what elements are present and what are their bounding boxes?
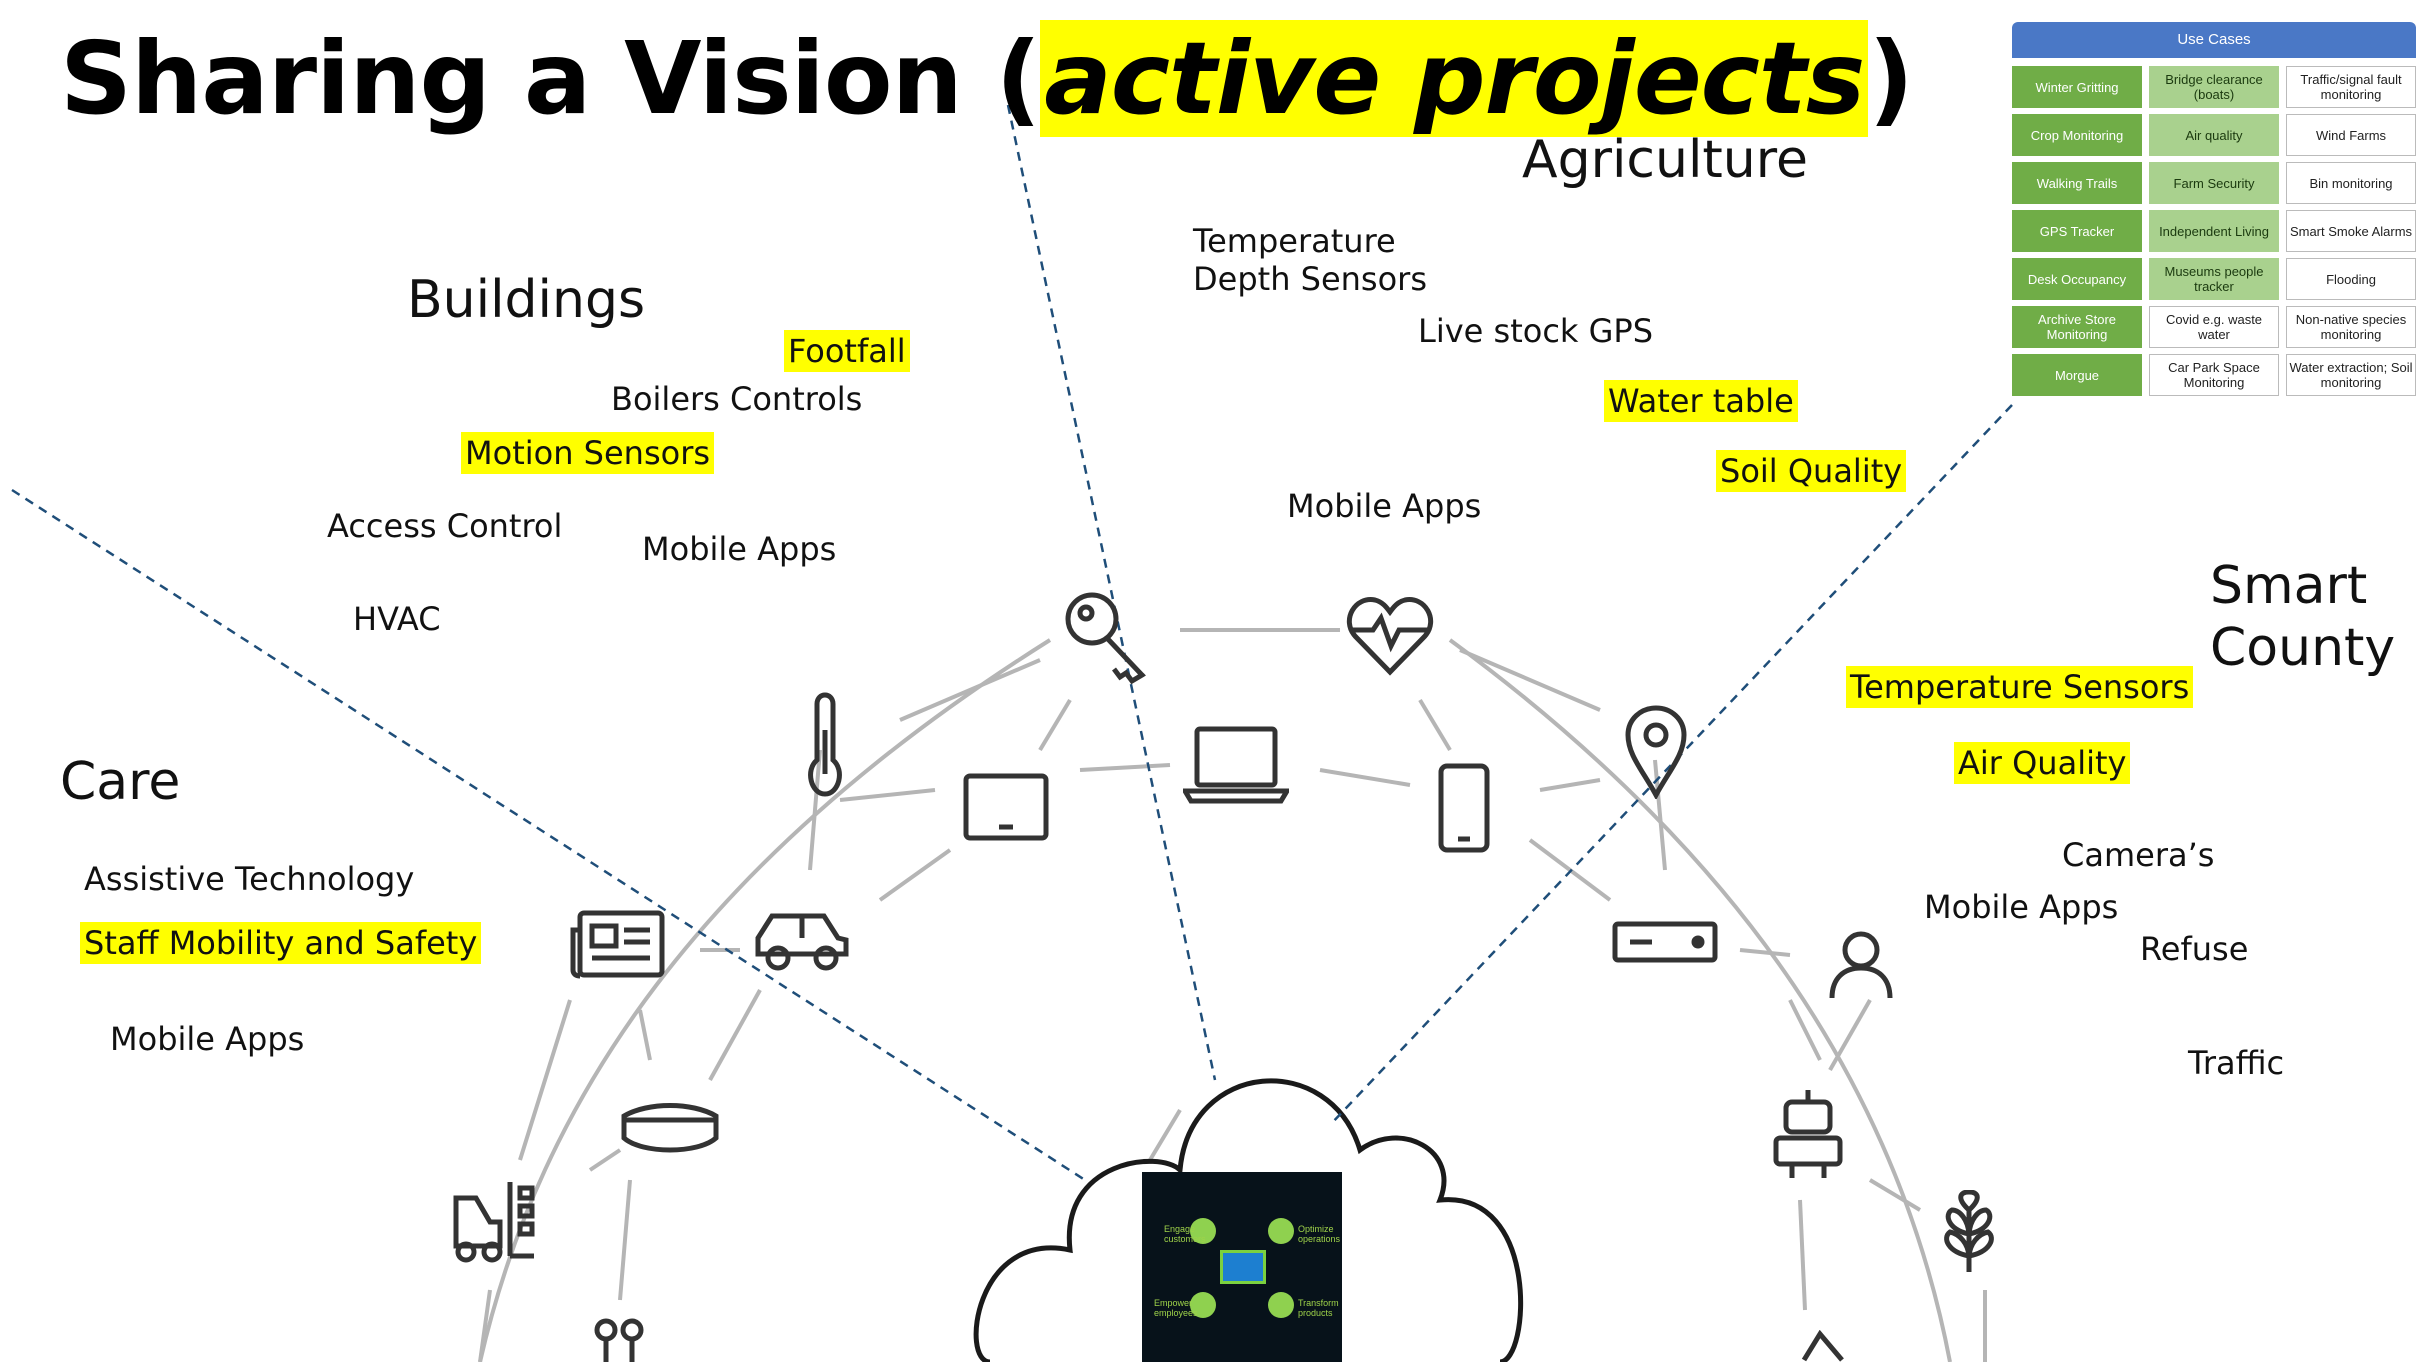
item-agriculture-mobile-apps: Mobile Apps: [1287, 487, 1482, 525]
laptop-icon: [1183, 726, 1289, 804]
item-air-quality: Air Quality: [1954, 742, 2131, 784]
mixed-reality-headset-icon: [621, 1103, 719, 1153]
item-cameras: Camera’s: [2062, 836, 2215, 874]
use-case-cell: Flooding: [2286, 258, 2416, 300]
thermometer-icon: [808, 692, 842, 797]
section-buildings: Buildings: [407, 270, 646, 330]
item-traffic: Traffic: [2188, 1044, 2285, 1082]
use-case-cell: GPS Tracker: [2012, 210, 2142, 252]
network-arcs: [478, 628, 1987, 1362]
section-agriculture: Agriculture: [1522, 130, 1808, 190]
tablet-icon: [963, 773, 1049, 841]
item-livestock-gps: Live stock GPS: [1418, 312, 1654, 350]
use-case-cell: Bridge clearance (boats): [2149, 66, 2279, 108]
item-access-control: Access Control: [327, 507, 563, 545]
use-case-cell: Morgue: [2012, 354, 2142, 396]
section-care: Care: [60, 752, 181, 812]
item-boilers-controls: Boilers Controls: [611, 380, 863, 418]
map-pin-icon: [1625, 705, 1687, 799]
key-icon: [1065, 592, 1146, 685]
person-icon: [1829, 931, 1893, 999]
item-buildings-mobile-apps: Mobile Apps: [642, 530, 837, 568]
dashed-dividers: [11, 104, 2013, 1182]
vehicle-partial-icon: [1801, 1330, 1844, 1362]
forklift-icon: [453, 1182, 535, 1263]
hub-optimize-label: Optimize operations: [1298, 1224, 1341, 1244]
hub-core: [1220, 1250, 1266, 1284]
optimize-icon: [1268, 1218, 1294, 1244]
use-case-cell: Desk Occupancy: [2012, 258, 2142, 300]
hub-image: Engage customers Optimize operations Emp…: [1142, 1172, 1342, 1362]
section-smart-county-line1: Smart: [2210, 556, 2368, 616]
newspaper-icon: [570, 910, 665, 979]
empower-icon: [1190, 1292, 1216, 1318]
tools-icon: [594, 1318, 644, 1362]
hub-empower-label: Empower employees: [1154, 1298, 1198, 1318]
item-care-mobile-apps: Mobile Apps: [110, 1020, 305, 1058]
car-icon: [755, 913, 849, 971]
item-county-mobile-apps: Mobile Apps: [1924, 888, 2119, 926]
use-case-cell: Museums people tracker: [2149, 258, 2279, 300]
use-case-cell: Water extraction; Soil monitoring: [2286, 354, 2416, 396]
wheat-icon: [1944, 1190, 1994, 1272]
use-case-cell: Archive Store Monitoring: [2012, 306, 2142, 348]
item-assistive-technology: Assistive Technology: [84, 860, 415, 898]
use-case-cell: Covid e.g. waste water: [2149, 306, 2279, 348]
item-soil-quality: Soil Quality: [1716, 450, 1907, 492]
server-icon: [1612, 921, 1718, 963]
title-highlight: active projects: [1040, 20, 1869, 137]
use-case-cell: Air quality: [2149, 114, 2279, 156]
use-case-cell: Car Park Space Monitoring: [2149, 354, 2279, 396]
use-case-cell: Crop Monitoring: [2012, 114, 2142, 156]
item-refuse: Refuse: [2140, 930, 2249, 968]
item-hvac: HVAC: [353, 600, 441, 638]
use-case-cell: Walking Trails: [2012, 162, 2142, 204]
engage-icon: [1190, 1218, 1216, 1244]
hub-transform-label: Transform products: [1298, 1298, 1339, 1318]
heart-pulse-icon: [1347, 597, 1433, 676]
use-cases-grid: Winter Gritting Bridge clearance (boats)…: [2012, 66, 2416, 396]
item-water-table: Water table: [1604, 380, 1798, 422]
use-cases-header: Use Cases: [2012, 22, 2416, 58]
use-case-cell: Winter Gritting: [2012, 66, 2142, 108]
robot-icon: [1773, 1090, 1843, 1178]
use-case-cell: Non-native species monitoring: [2286, 306, 2416, 348]
item-staff-mobility: Staff Mobility and Safety: [80, 922, 482, 964]
hub-engage-label: Engage customers: [1164, 1224, 1206, 1244]
section-smart-county-line2: County: [2210, 618, 2396, 678]
transform-icon: [1268, 1292, 1294, 1318]
page-title: Sharing a Vision (active projects): [60, 20, 1914, 137]
item-temperature-sensors: Temperature Sensors: [1846, 666, 2194, 708]
use-case-cell: Wind Farms: [2286, 114, 2416, 156]
use-case-cell: Independent Living: [2149, 210, 2279, 252]
item-footfall: Footfall: [784, 330, 910, 372]
use-cases-table: Use Cases Winter Gritting Bridge clearan…: [2012, 22, 2416, 396]
item-motion-sensors: Motion Sensors: [461, 432, 715, 474]
item-temperature: Temperature: [1193, 222, 1396, 260]
smartphone-icon: [1438, 763, 1490, 853]
item-depth-sensors: Depth Sensors: [1193, 260, 1427, 298]
use-case-cell: Bin monitoring: [2286, 162, 2416, 204]
use-case-cell: Smart Smoke Alarms: [2286, 210, 2416, 252]
use-case-cell: Farm Security: [2149, 162, 2279, 204]
use-case-cell: Traffic/signal fault monitoring: [2286, 66, 2416, 108]
